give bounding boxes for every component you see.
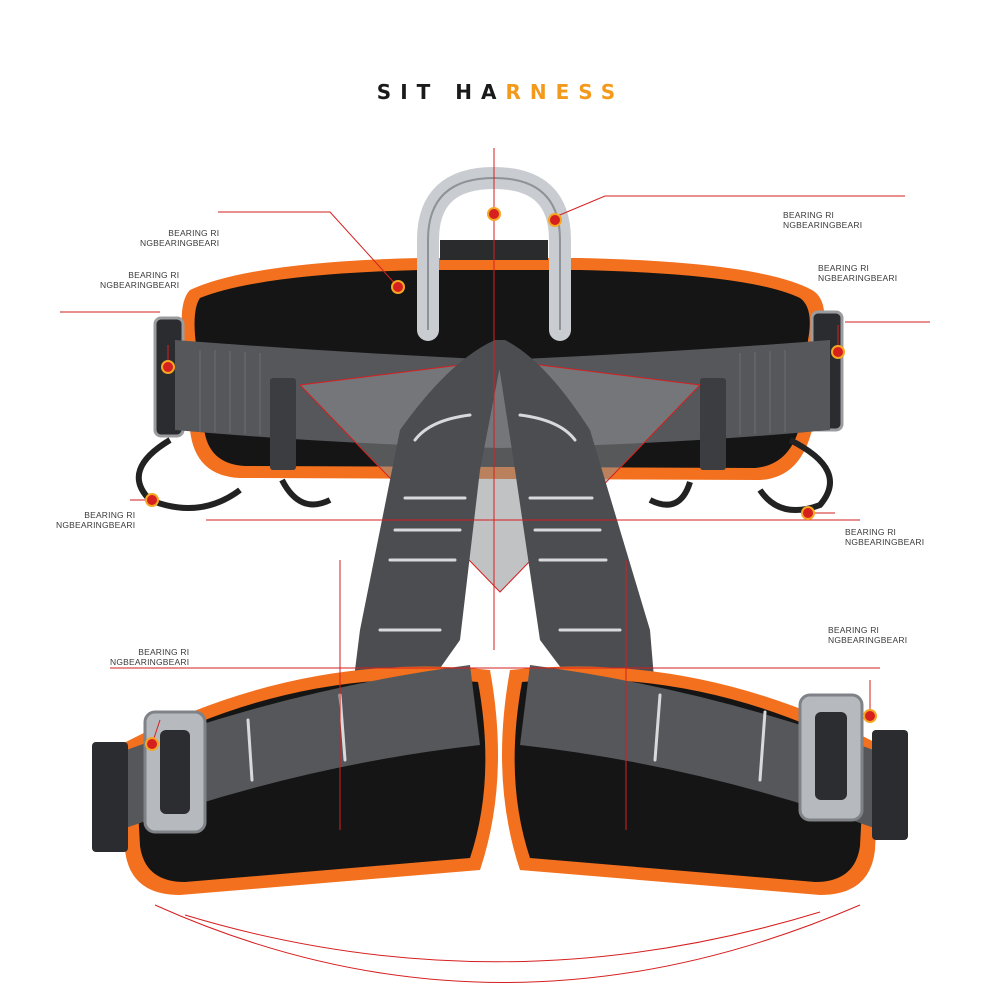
left-keeper xyxy=(270,378,296,470)
callout-label-leg-left: BEARING RI NGBEARINGBEARI xyxy=(110,647,189,667)
right-keeper xyxy=(700,378,726,470)
callout-label-mid-right: BEARING RI NGBEARINGBEARI xyxy=(818,263,897,283)
callout-dot-d-ring-side xyxy=(548,213,562,227)
callout-label-leg-right: BEARING RI NGBEARINGBEARI xyxy=(828,625,907,645)
callout-dot-belt-pad xyxy=(391,280,405,294)
callout-dot-right-loop xyxy=(801,506,815,520)
title-accent-part: RNESS xyxy=(505,80,625,104)
product-title: SIT HARNESS xyxy=(0,80,1001,104)
right-rear-gear-loop xyxy=(648,481,693,508)
callout-line2: NGBEARINGBEARI xyxy=(828,635,908,645)
callout-line1: BEARING RI xyxy=(828,625,880,635)
callout-line2: NGBEARINGBEARI xyxy=(783,220,863,230)
callout-line1: BEARING RI xyxy=(783,210,835,220)
callout-line2: NGBEARINGBEARI xyxy=(140,238,220,248)
callout-line2: NGBEARINGBEARI xyxy=(818,273,898,283)
left-leg-strap-end xyxy=(92,742,128,852)
callout-line1: BEARING RI xyxy=(128,270,180,280)
bottom-arc-outer xyxy=(154,904,861,983)
left-leg-buckle-slot xyxy=(160,730,190,814)
bottom-arc-inner xyxy=(184,911,821,963)
callout-dots xyxy=(145,207,877,751)
callout-dot-right-leg xyxy=(863,709,877,723)
callout-line1: BEARING RI xyxy=(138,647,190,657)
callout-line2: NGBEARINGBEARI xyxy=(100,280,180,290)
right-leg-strap-end xyxy=(872,730,908,840)
callout-label-loop-left: BEARING RI NGBEARINGBEARI xyxy=(56,510,135,530)
callout-line2: NGBEARINGBEARI xyxy=(110,657,190,667)
callout-dot-left-leg xyxy=(145,737,159,751)
callout-dot-right-buckle xyxy=(831,345,845,359)
connector-stitching xyxy=(378,413,622,632)
title-dark-part: SIT HA xyxy=(376,80,506,104)
callout-dot-left-loop xyxy=(145,493,159,507)
callout-label-top-left: BEARING RI NGBEARINGBEARI xyxy=(140,228,219,248)
callout-line2: NGBEARINGBEARI xyxy=(56,520,136,530)
right-gear-loop xyxy=(757,437,833,513)
callout-line1: BEARING RI xyxy=(845,527,897,537)
right-leg-buckle-slot xyxy=(815,712,847,800)
callout-label-top-right: BEARING RI NGBEARINGBEARI xyxy=(783,210,862,230)
callout-line1: BEARING RI xyxy=(84,510,136,520)
callout-line1: BEARING RI xyxy=(818,263,870,273)
callout-label-mid-left: BEARING RI NGBEARINGBEARI xyxy=(100,270,179,290)
callout-lines xyxy=(60,148,930,830)
callout-label-loop-right: BEARING RI NGBEARINGBEARI xyxy=(845,527,924,547)
left-rear-gear-loop xyxy=(279,478,332,508)
callout-line1: BEARING RI xyxy=(168,228,220,238)
callout-dot-left-buckle xyxy=(161,360,175,374)
callout-dot-d-ring xyxy=(487,207,501,221)
leg-stitching xyxy=(246,693,767,782)
callout-line2: NGBEARINGBEARI xyxy=(845,537,925,547)
right-leg-connector xyxy=(495,340,660,760)
left-leg-connector xyxy=(345,340,505,760)
waist-webbing-texture xyxy=(199,350,786,435)
